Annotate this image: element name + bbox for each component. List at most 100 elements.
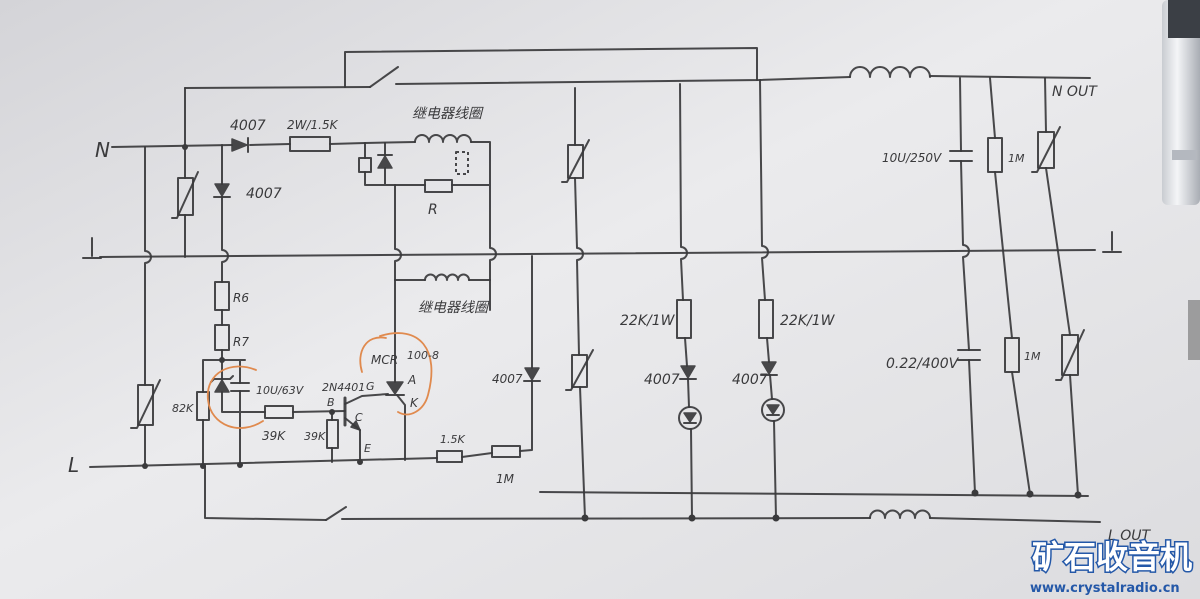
junction-dot — [772, 514, 780, 522]
varistor-icon — [1055, 329, 1085, 381]
relay-core — [455, 151, 469, 175]
resistor-39k-horizontal — [264, 405, 294, 419]
junction-dot — [1026, 490, 1034, 498]
wire-v575 — [574, 87, 586, 519]
junction-dot — [971, 489, 979, 497]
label-r1m-2: 1M — [1008, 152, 1025, 165]
label-r: R — [428, 202, 438, 218]
varistor-icon — [565, 349, 594, 391]
label-c-out1: 10U/250V — [882, 151, 942, 165]
diode-icon — [231, 137, 249, 153]
wire-scr-cathode — [396, 394, 406, 461]
resistor-r — [424, 179, 453, 193]
resistor-1.5k — [436, 450, 463, 463]
resistor-22k-left — [676, 299, 692, 339]
junction-dot — [182, 144, 188, 150]
ground-icon — [82, 237, 102, 259]
resistor-1m-right-bottom — [1004, 337, 1020, 373]
label-n-out: N OUT — [1052, 84, 1098, 100]
junction-dot — [219, 357, 225, 363]
label-d2: 4007 — [246, 186, 282, 202]
edge-shadow — [1188, 300, 1200, 360]
label-d3: 4007 — [492, 372, 523, 386]
inductor-icon — [849, 66, 931, 78]
capacitor-10u-63v — [230, 382, 250, 392]
label-q1-b: B — [327, 396, 335, 409]
label-scr-1: MCR — [371, 353, 398, 367]
label-r82k: 82K — [172, 402, 194, 415]
led-icon — [678, 406, 702, 430]
resistor-r7 — [214, 324, 230, 351]
label-scr-a: A — [407, 373, 416, 387]
wire-relay-box1 — [364, 141, 497, 311]
highlight-circle-capacitor — [207, 365, 264, 429]
pen-object — [1162, 0, 1200, 205]
wire-top-loop — [344, 47, 758, 88]
label-c-out2: 0.22/400V — [886, 356, 960, 372]
capacitor-0.22-400v — [957, 349, 981, 361]
wire-ground — [99, 249, 1096, 258]
diode-icon — [523, 367, 541, 382]
label-r22k-1: 22K/1W — [620, 313, 676, 329]
wire-scr-anode — [394, 184, 402, 383]
varistor-icon — [130, 379, 161, 429]
varistor-icon — [1031, 126, 1061, 173]
label-q1: 2N4401 — [322, 381, 365, 394]
inductor-icon — [869, 509, 931, 519]
label-l-input: L — [68, 453, 79, 477]
highlight-circle-scr — [359, 332, 433, 416]
components — [82, 66, 1122, 521]
wire-v990 — [989, 77, 1031, 495]
label-r7: R7 — [233, 335, 249, 349]
resistor-1m — [491, 445, 521, 458]
varistor-icon — [171, 171, 199, 219]
resistor-r6 — [214, 281, 230, 311]
junction-dot — [357, 459, 363, 465]
junction-dot — [142, 463, 148, 469]
resistor-22k-right — [758, 299, 774, 339]
label-l-out: L OUT — [1108, 528, 1152, 544]
label-scr-2: 100-8 — [407, 349, 439, 362]
led-icon — [761, 398, 785, 422]
wire-bottom — [204, 465, 1101, 523]
label-r22k-2: 22K/1W — [780, 313, 836, 329]
wire-middle-bottom — [461, 255, 533, 458]
wires — [89, 47, 1101, 523]
junction-dot — [237, 462, 243, 468]
watermark-url: www.crystalradio.cn — [1030, 581, 1180, 596]
wire-l-bus-right — [539, 491, 1089, 497]
label-n-input: N — [95, 138, 110, 162]
junctions — [142, 144, 1082, 522]
relay-small-box — [358, 157, 372, 173]
junction-dot — [688, 514, 696, 522]
diode-icon — [213, 183, 231, 198]
junction-dot — [581, 514, 589, 522]
varistor-icon — [561, 139, 590, 183]
transistor-2n4401 — [343, 393, 389, 431]
label-d5: 4007 — [732, 372, 768, 388]
label-r1m-3: 1M — [1024, 350, 1041, 363]
switch-icon — [369, 66, 399, 88]
label-r39k-2: 39K — [304, 430, 326, 443]
label-scr-g: G — [366, 380, 375, 393]
wire-v145 — [144, 146, 152, 467]
switch-icon — [325, 506, 347, 521]
ground-icon — [1102, 231, 1122, 253]
label-r1m-1: 1M — [496, 472, 515, 486]
relay-coil-icon — [424, 273, 470, 281]
watermark-logo: 矿石收音机 www.crystalradio.cn — [1030, 537, 1194, 597]
label-d1: 4007 — [230, 118, 266, 134]
label-d4: 4007 — [644, 372, 680, 388]
scr-mcr100-8 — [385, 381, 405, 396]
label-q1-c: C — [355, 411, 363, 424]
wire-v1045 — [1044, 77, 1079, 496]
wire-v960 — [959, 77, 976, 494]
labels: N L N OUT L OUT 4007 2W/1.5K 继电器线圈 4007 … — [68, 84, 1152, 544]
label-relay2: 继电器线圈 — [418, 300, 490, 316]
label-r-top: 2W/1.5K — [287, 118, 339, 132]
wire-v222 — [221, 144, 229, 361]
wire-v680 — [679, 83, 693, 519]
wire-v760 — [759, 79, 777, 519]
